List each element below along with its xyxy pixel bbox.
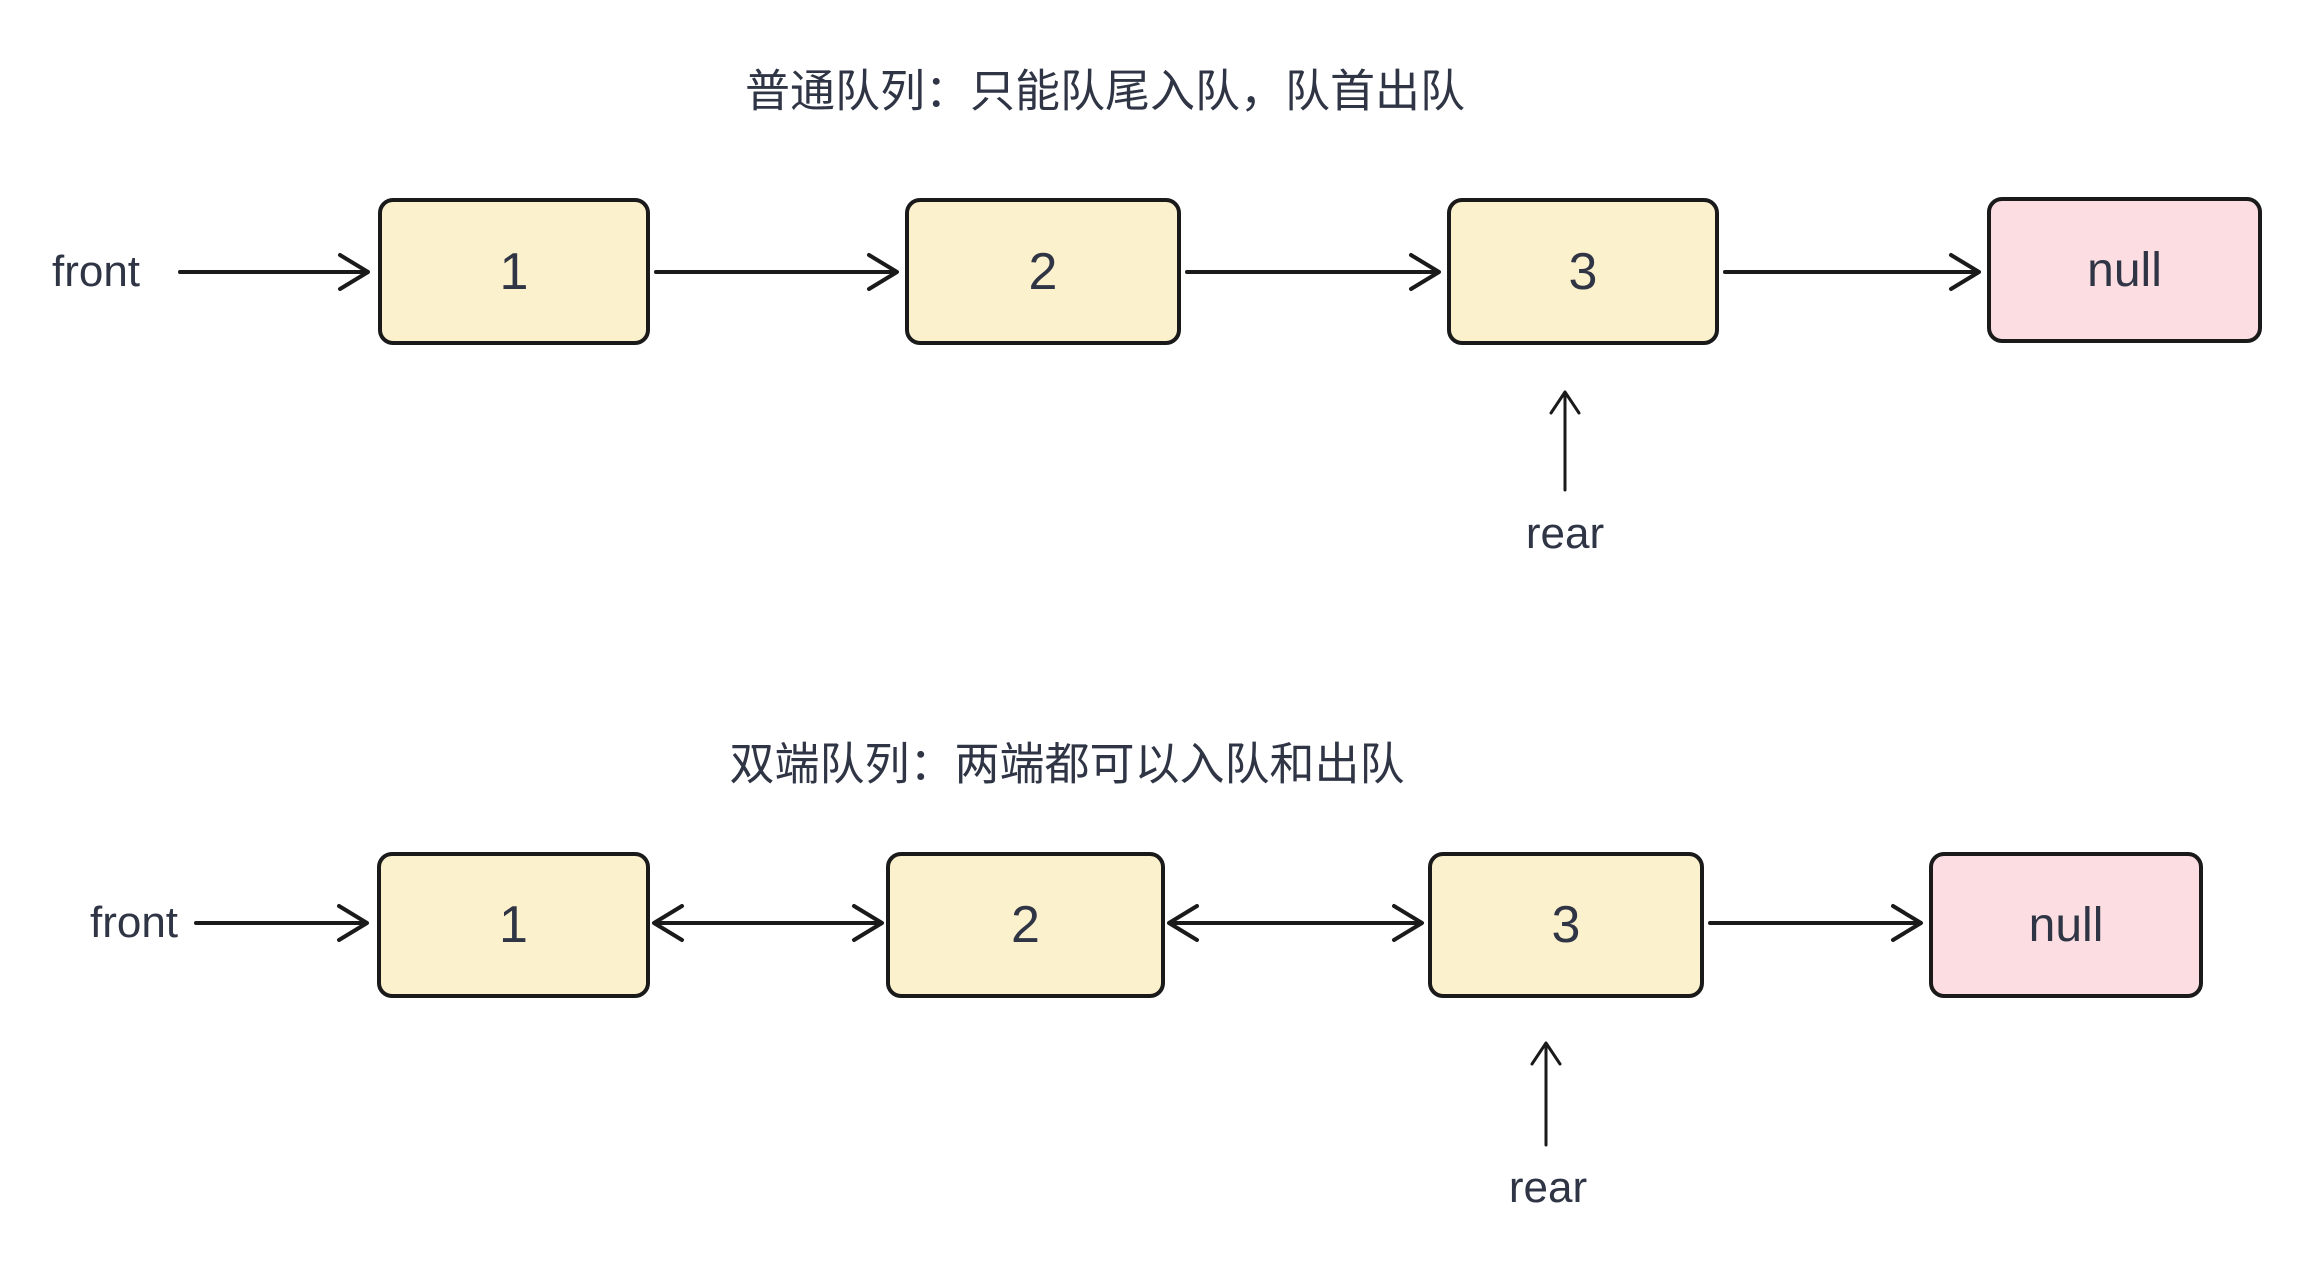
deque-title: 双端队列：两端都可以入队和出队 bbox=[729, 738, 1405, 790]
rear-arrow-bottom bbox=[1530, 1041, 1562, 1147]
link-arrow-top-1-2 bbox=[654, 253, 899, 291]
queue-node-1-top: 1 bbox=[378, 198, 650, 345]
rear-label-top: rear bbox=[1525, 509, 1605, 558]
normal-queue-title: 普通队列：只能队尾入队，队首出队 bbox=[744, 65, 1466, 117]
front-label-top: front bbox=[51, 247, 141, 296]
link-arrow-top-2-3 bbox=[1185, 253, 1441, 291]
double-arrow-bottom-1-2 bbox=[652, 904, 884, 942]
rear-arrow-top bbox=[1549, 390, 1581, 492]
queue-node-3-top: 3 bbox=[1447, 198, 1719, 345]
link-arrow-top-3-null bbox=[1723, 253, 1981, 291]
front-arrow-bottom bbox=[194, 904, 369, 942]
link-arrow-bottom-3-null bbox=[1708, 904, 1923, 942]
double-arrow-bottom-2-3 bbox=[1167, 904, 1424, 942]
null-node-top: null bbox=[1987, 197, 2262, 343]
deque-node-2: 2 bbox=[886, 852, 1165, 998]
null-node-bottom: null bbox=[1929, 852, 2203, 998]
front-arrow-top bbox=[178, 253, 370, 291]
rear-label-bottom: rear bbox=[1508, 1163, 1588, 1212]
front-label-bottom: front bbox=[89, 898, 179, 947]
deque-node-1: 1 bbox=[377, 852, 650, 998]
queue-node-2-top: 2 bbox=[905, 198, 1181, 345]
deque-node-3: 3 bbox=[1428, 852, 1704, 998]
